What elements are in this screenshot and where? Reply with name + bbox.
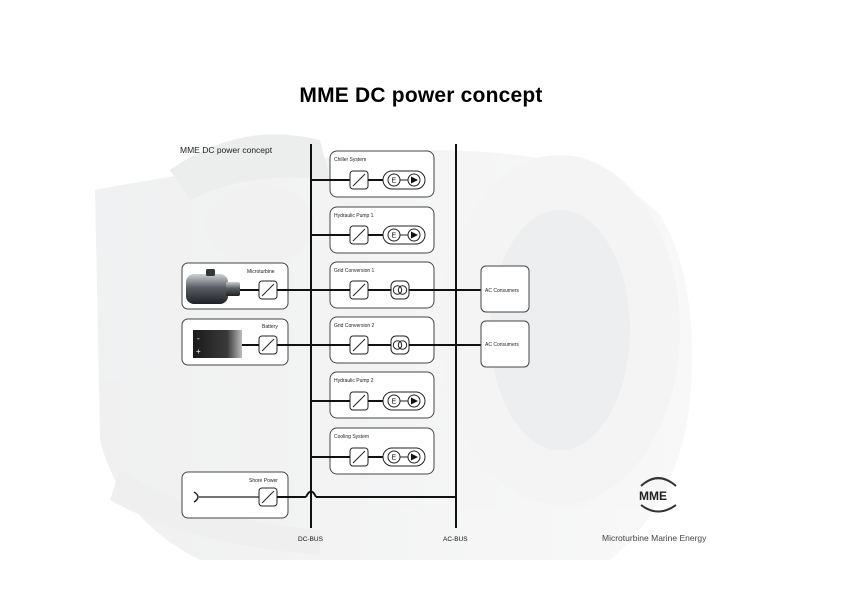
mme-logo: MME Microturbine Marine Energy [602,477,707,543]
source-microturbine: Microturbine [181,262,289,310]
load-label: Cooling System [334,434,369,440]
ac-bus-label: AC-BUS [443,536,468,543]
microturbine-icon [186,269,240,304]
plug-icon [193,491,199,503]
load-label: Grid Conversion 1 [334,268,375,274]
load-hydraulic-pump-1: Hydraulic Pump 1 E [311,206,435,254]
ac-consumers-1: AC Consumers [480,265,530,313]
load-label: Chiller System [334,157,366,163]
load-label: Grid Conversion 2 [334,323,375,329]
load-hydraulic-pump-2: Hydraulic Pump 2 E [311,371,435,419]
load-label: Hydraulic Pump 1 [334,213,374,219]
load-grid-conversion-2: Grid Conversion 2 [329,316,435,364]
bus-crossover [305,490,317,498]
slide-title: MME DC power concept [299,84,543,107]
motor-symbol: E [392,178,397,185]
logo-mark: MME [639,489,667,503]
source-label: Microturbine [247,269,275,275]
consumer-label: AC Consumers [485,342,519,348]
motor-symbol: E [392,399,397,406]
consumer-label: AC Consumers [485,288,519,294]
dc-bus-label: DC-BUS [298,536,324,543]
transformer-icon [392,340,403,350]
source-label: Shore Power [249,478,278,484]
logo-tagline: Microturbine Marine Energy [602,533,707,543]
mme-logo-icon [640,477,677,513]
load-cooling-system: Cooling System E [311,427,435,475]
svg-text:-: - [197,334,200,343]
motor-symbol: E [392,233,397,240]
svg-text:+: + [196,347,201,356]
battery-icon: - + [193,330,242,358]
load-label: Hydraulic Pump 2 [334,378,374,384]
transformer-icon [392,285,403,295]
load-grid-conversion-1: Grid Conversion 1 [329,261,435,309]
diagram-title: MME DC power concept [180,145,273,155]
motor-symbol: E [392,455,397,462]
load-chiller-system: Chiller System E [311,150,435,198]
source-battery: Battery - + [181,318,289,366]
source-shore-power: Shore Power [181,471,289,519]
ac-consumers-2: AC Consumers [480,320,530,368]
source-label: Battery [262,324,278,330]
